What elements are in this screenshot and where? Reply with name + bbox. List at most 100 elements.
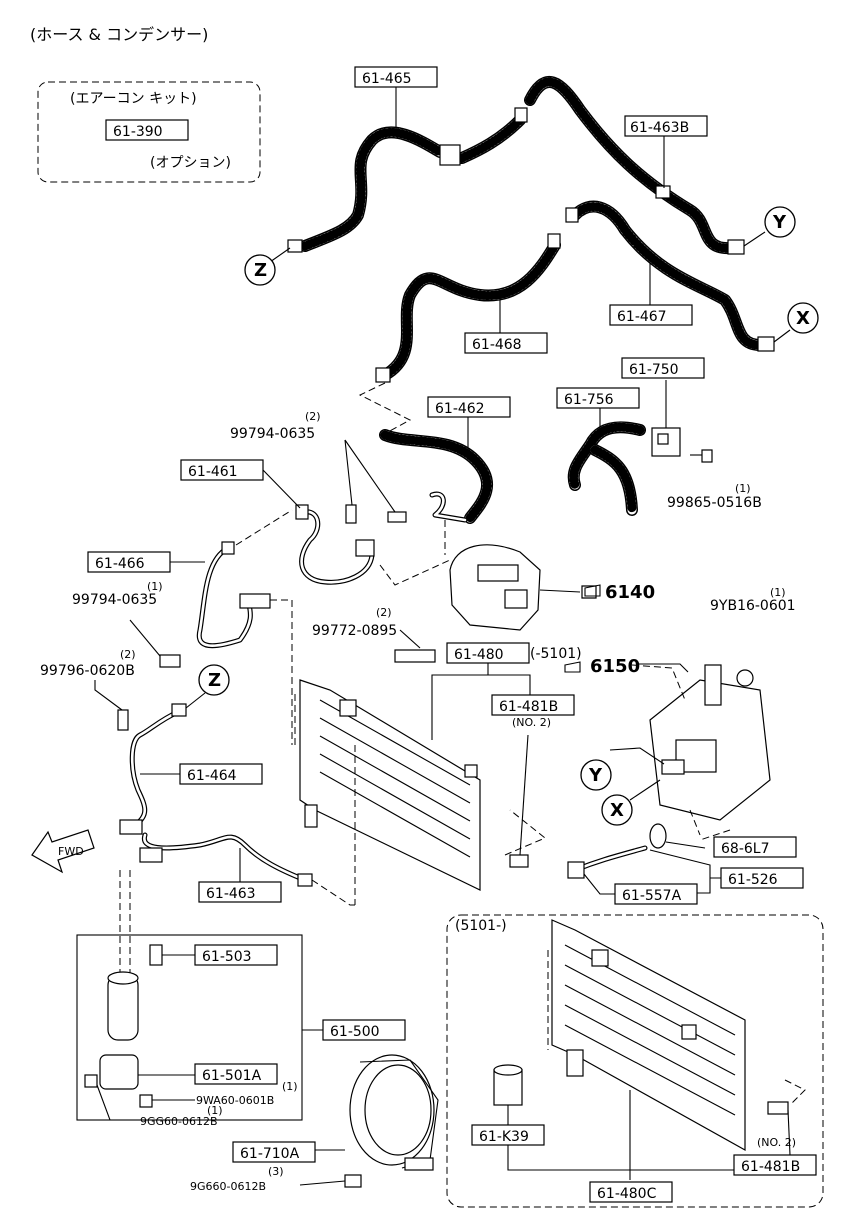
label-61-464[interactable]: 61-464	[140, 763, 263, 785]
svg-text:61-465: 61-465	[362, 71, 412, 87]
label-61-465[interactable]: 61-465	[354, 66, 438, 130]
hose-joint-block	[439, 144, 461, 166]
qty-9GG60: (1)	[207, 1104, 223, 1117]
hose-61-756	[567, 421, 646, 516]
svg-text:61-480C: 61-480C	[597, 1186, 657, 1202]
label-61-481B-upper[interactable]: 61-481B	[491, 694, 575, 716]
qty-9YB16: (1)	[770, 586, 786, 599]
label-61-501A[interactable]: 61-501A	[194, 1063, 278, 1085]
label-61-480[interactable]: 61-480	[431, 642, 531, 740]
receiver-drier-61-500	[84, 870, 200, 1121]
pipe-61-463	[139, 832, 313, 887]
label-61-463B[interactable]: 61-463B	[624, 115, 708, 188]
oring-68-6L7	[649, 823, 667, 849]
svg-text:61-500: 61-500	[330, 1024, 380, 1040]
part-61-750-valve	[651, 380, 681, 457]
label-61-463[interactable]: 61-463	[198, 848, 282, 903]
label-61-500[interactable]: 61-500	[302, 1019, 406, 1041]
svg-text:61-526: 61-526	[728, 872, 778, 888]
svg-text:61-750: 61-750	[629, 362, 679, 378]
svg-text:61-503: 61-503	[202, 949, 252, 965]
part-box-61-390[interactable]	[105, 119, 189, 141]
svg-text:61-462: 61-462	[435, 401, 485, 417]
label-61-503[interactable]: 61-503	[194, 944, 278, 966]
bolt-99794-mid	[129, 619, 181, 668]
serial-to: (-5101)	[530, 646, 582, 662]
label-61-468[interactable]: 61-468	[464, 300, 548, 354]
bolt-99772	[394, 629, 436, 663]
label-61-461[interactable]: 61-461	[180, 459, 301, 509]
connector-y-lower: Y	[580, 759, 612, 791]
svg-text:Z: Z	[254, 260, 267, 281]
svg-text:61-756: 61-756	[564, 392, 614, 408]
svg-text:61-463B: 61-463B	[630, 120, 689, 136]
hose-61-467	[565, 200, 791, 352]
label-61-750[interactable]: 61-750	[621, 357, 705, 379]
label-68-6L7[interactable]: 68-6L7	[713, 836, 797, 858]
svg-text:X: X	[610, 800, 624, 821]
svg-text:68-6L7: 68-6L7	[721, 841, 769, 857]
svg-text:61-557A: 61-557A	[622, 888, 682, 904]
label-99794-0635-mid: 99794-0635	[72, 592, 157, 608]
evaporator-unit	[609, 664, 771, 841]
no2-lower: (NO. 2)	[757, 1136, 796, 1149]
qty-9G660: (3)	[268, 1165, 284, 1178]
ref-6150[interactable]: 6150	[590, 656, 640, 677]
pipe-61-466	[196, 541, 271, 649]
connector-z-upper: Z	[244, 254, 276, 286]
connector-x-lower: X	[601, 794, 633, 826]
ref-6140-arrow-icon	[584, 584, 601, 597]
label-9WA60-0601B: 9WA60-0601B	[196, 1094, 274, 1107]
label-61-756[interactable]: 61-756	[556, 387, 640, 432]
label-9G660-0612B: 9G660-0612B	[190, 1180, 266, 1193]
qty-9WA60: (1)	[282, 1080, 298, 1093]
connector-x-upper: X	[787, 302, 819, 334]
label-61-480C[interactable]: 61-480C	[589, 1181, 673, 1203]
label-61-481B-lower[interactable]: 61-481B	[733, 1154, 817, 1176]
hose-61-463B	[524, 75, 766, 255]
hose-61-462	[379, 429, 494, 524]
pipe-61-461	[295, 504, 375, 585]
svg-text:61-463: 61-463	[206, 886, 256, 902]
connector-z-lower: Z	[198, 664, 230, 696]
sensor-61-481B-lower	[767, 1079, 806, 1156]
switch-61-503	[149, 944, 163, 966]
svg-text:61-464: 61-464	[187, 768, 237, 784]
bracket-61-501A	[99, 1054, 139, 1090]
label-99794-0635-top: 99794-0635	[230, 426, 315, 442]
condenser-fan-61-710A	[299, 1054, 439, 1188]
label-61-710A[interactable]: 61-710A	[232, 1141, 316, 1163]
svg-text:61-481B: 61-481B	[741, 1159, 800, 1175]
qty-99794-mid: (1)	[147, 580, 163, 593]
bolt-99796	[94, 680, 129, 731]
ref-6140[interactable]: 6140	[605, 582, 655, 603]
option-label: (オプション)	[150, 155, 231, 171]
label-99772-0895: 99772-0895	[312, 623, 397, 639]
label-61-466[interactable]: 61-466	[87, 551, 205, 573]
part-61-390: 61-390	[113, 124, 163, 140]
bolt-99865	[690, 449, 713, 463]
svg-text:61-501A: 61-501A	[202, 1068, 262, 1084]
no2-upper: (NO. 2)	[512, 716, 551, 729]
label-61-557A[interactable]: 61-557A	[583, 873, 698, 905]
svg-text:61-461: 61-461	[188, 464, 238, 480]
hose-61-465	[269, 107, 528, 263]
label-61-462[interactable]: 61-462	[427, 396, 511, 455]
sensor-61-481B-upper	[509, 734, 529, 868]
qty-99865: (1)	[735, 482, 751, 495]
label-9YB16-0601: 9YB16-0601	[710, 598, 796, 614]
svg-text:Y: Y	[588, 765, 603, 786]
svg-text:Y: Y	[772, 212, 787, 233]
svg-text:61-468: 61-468	[472, 337, 522, 353]
qty-99794-top: (2)	[305, 410, 321, 423]
desiccant-61-K39	[493, 1064, 734, 1180]
label-61-526[interactable]: 61-526	[649, 849, 804, 894]
serial-from: (5101-)	[455, 918, 507, 934]
condenser-61-480	[299, 679, 481, 891]
fwd-arrow: FWD	[31, 829, 95, 874]
label-61-467[interactable]: 61-467	[609, 262, 693, 326]
ref-6150-arrow-icon	[564, 661, 581, 673]
hose-61-468	[375, 233, 561, 383]
label-61-K39[interactable]: 61-K39	[471, 1105, 545, 1146]
